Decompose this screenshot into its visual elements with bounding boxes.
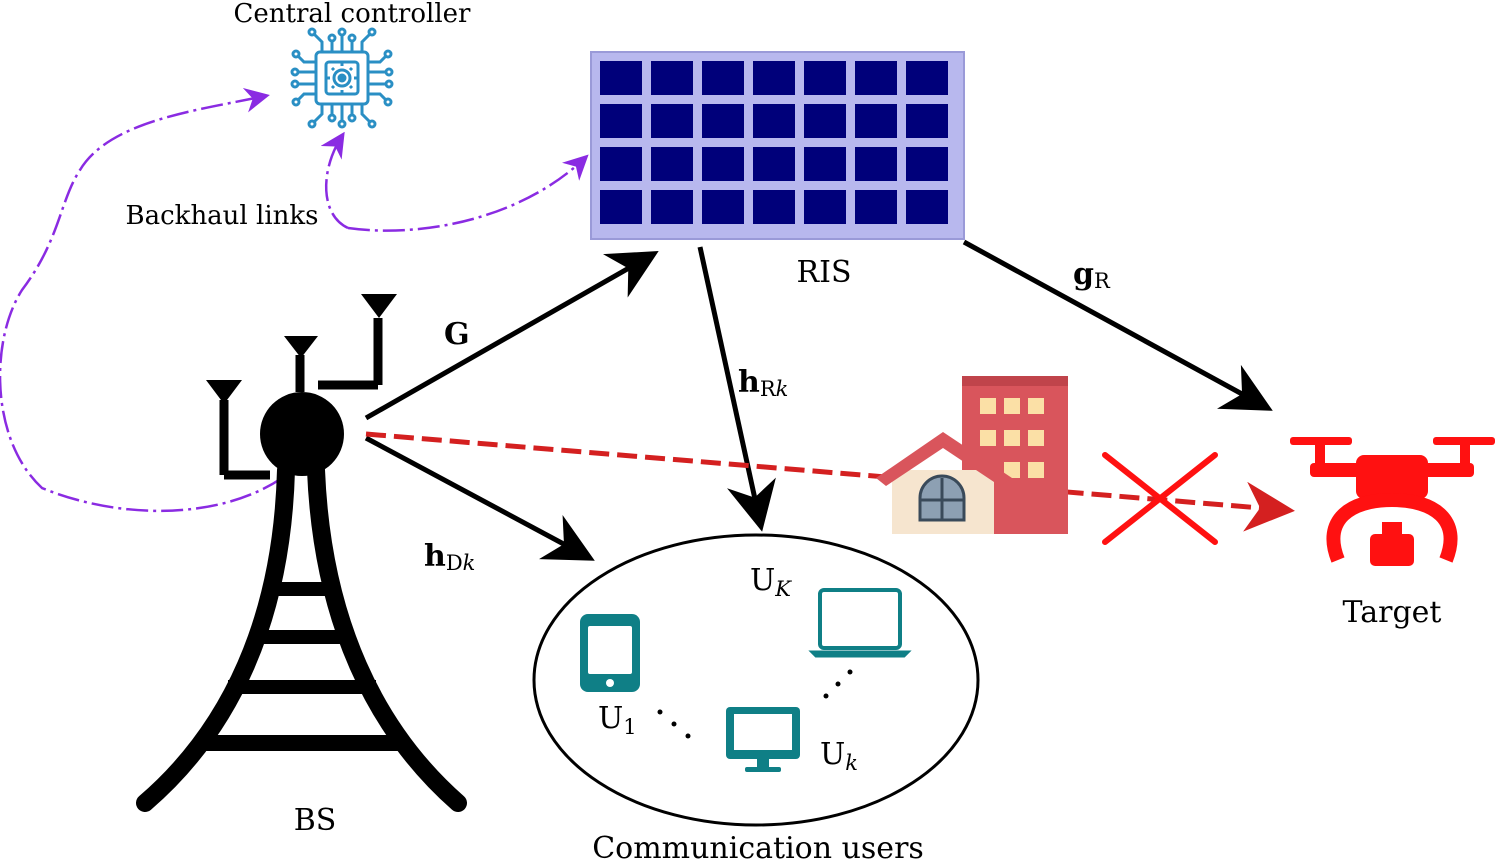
ris-element xyxy=(855,190,897,224)
ris-element xyxy=(600,61,642,95)
drone-target-icon xyxy=(1290,437,1495,566)
ris-element xyxy=(753,147,795,181)
ris-element xyxy=(651,104,693,138)
ris-element xyxy=(600,190,642,224)
backhaul-label: Backhaul links xyxy=(126,201,319,231)
backhaul-link-ris xyxy=(347,154,589,232)
ris-element xyxy=(753,190,795,224)
ris-element xyxy=(906,190,948,224)
ris-element xyxy=(804,147,846,181)
target-label: Target xyxy=(1343,595,1442,630)
backhaul-link-up xyxy=(320,131,349,230)
ris-element-grid xyxy=(600,61,948,224)
arrow-hD xyxy=(364,435,595,561)
ris-element xyxy=(855,61,897,95)
ris-element xyxy=(804,190,846,224)
backhaul-links xyxy=(0,87,589,513)
bs-label: BS xyxy=(294,803,337,838)
blocked-direct-link xyxy=(365,431,1295,532)
label-hRk: hRk xyxy=(738,365,788,401)
central-controller-label: Central controller xyxy=(234,0,471,29)
monitor-icon xyxy=(726,707,800,772)
phone-icon xyxy=(580,614,640,692)
ris-panel xyxy=(590,51,965,240)
office-building-icon xyxy=(962,376,1068,534)
comm-users-label: Communication users xyxy=(592,831,924,862)
ris-element xyxy=(855,147,897,181)
channel-arrows xyxy=(364,239,1273,561)
ellipsis-dots xyxy=(657,669,853,739)
arrow-G xyxy=(364,251,659,421)
label-gR: gR xyxy=(1073,257,1111,293)
arrow-gR xyxy=(962,239,1273,411)
user-K-label: UK xyxy=(750,563,792,601)
ris-element xyxy=(702,147,744,181)
ris-element xyxy=(600,104,642,138)
ris-element xyxy=(702,104,744,138)
label-G: G xyxy=(444,317,470,352)
users-group-ellipse xyxy=(532,533,980,827)
ris-element xyxy=(651,190,693,224)
ris-element xyxy=(906,147,948,181)
ris-element xyxy=(855,104,897,138)
user-k-label: Uk xyxy=(820,737,858,775)
ris-element xyxy=(804,61,846,95)
ris-element xyxy=(702,61,744,95)
blocked-cross-icon xyxy=(1102,452,1218,545)
user-1-label: U1 xyxy=(598,701,637,739)
ris-element xyxy=(804,104,846,138)
bs-tower-icon xyxy=(136,294,467,812)
ris-element xyxy=(651,61,693,95)
arrow-hR xyxy=(697,246,776,532)
ris-element xyxy=(753,61,795,95)
controller-chip-icon xyxy=(290,27,394,129)
label-hDk: hDk xyxy=(424,539,475,575)
backhaul-link-bs-controller xyxy=(0,87,283,513)
ris-element xyxy=(906,61,948,95)
ris-element xyxy=(906,104,948,138)
laptop-icon xyxy=(808,588,912,658)
ris-element xyxy=(702,190,744,224)
ris-element xyxy=(651,147,693,181)
ris-element xyxy=(600,147,642,181)
ris-element xyxy=(753,104,795,138)
house-icon xyxy=(876,432,1012,534)
ris-label: RIS xyxy=(797,255,852,290)
